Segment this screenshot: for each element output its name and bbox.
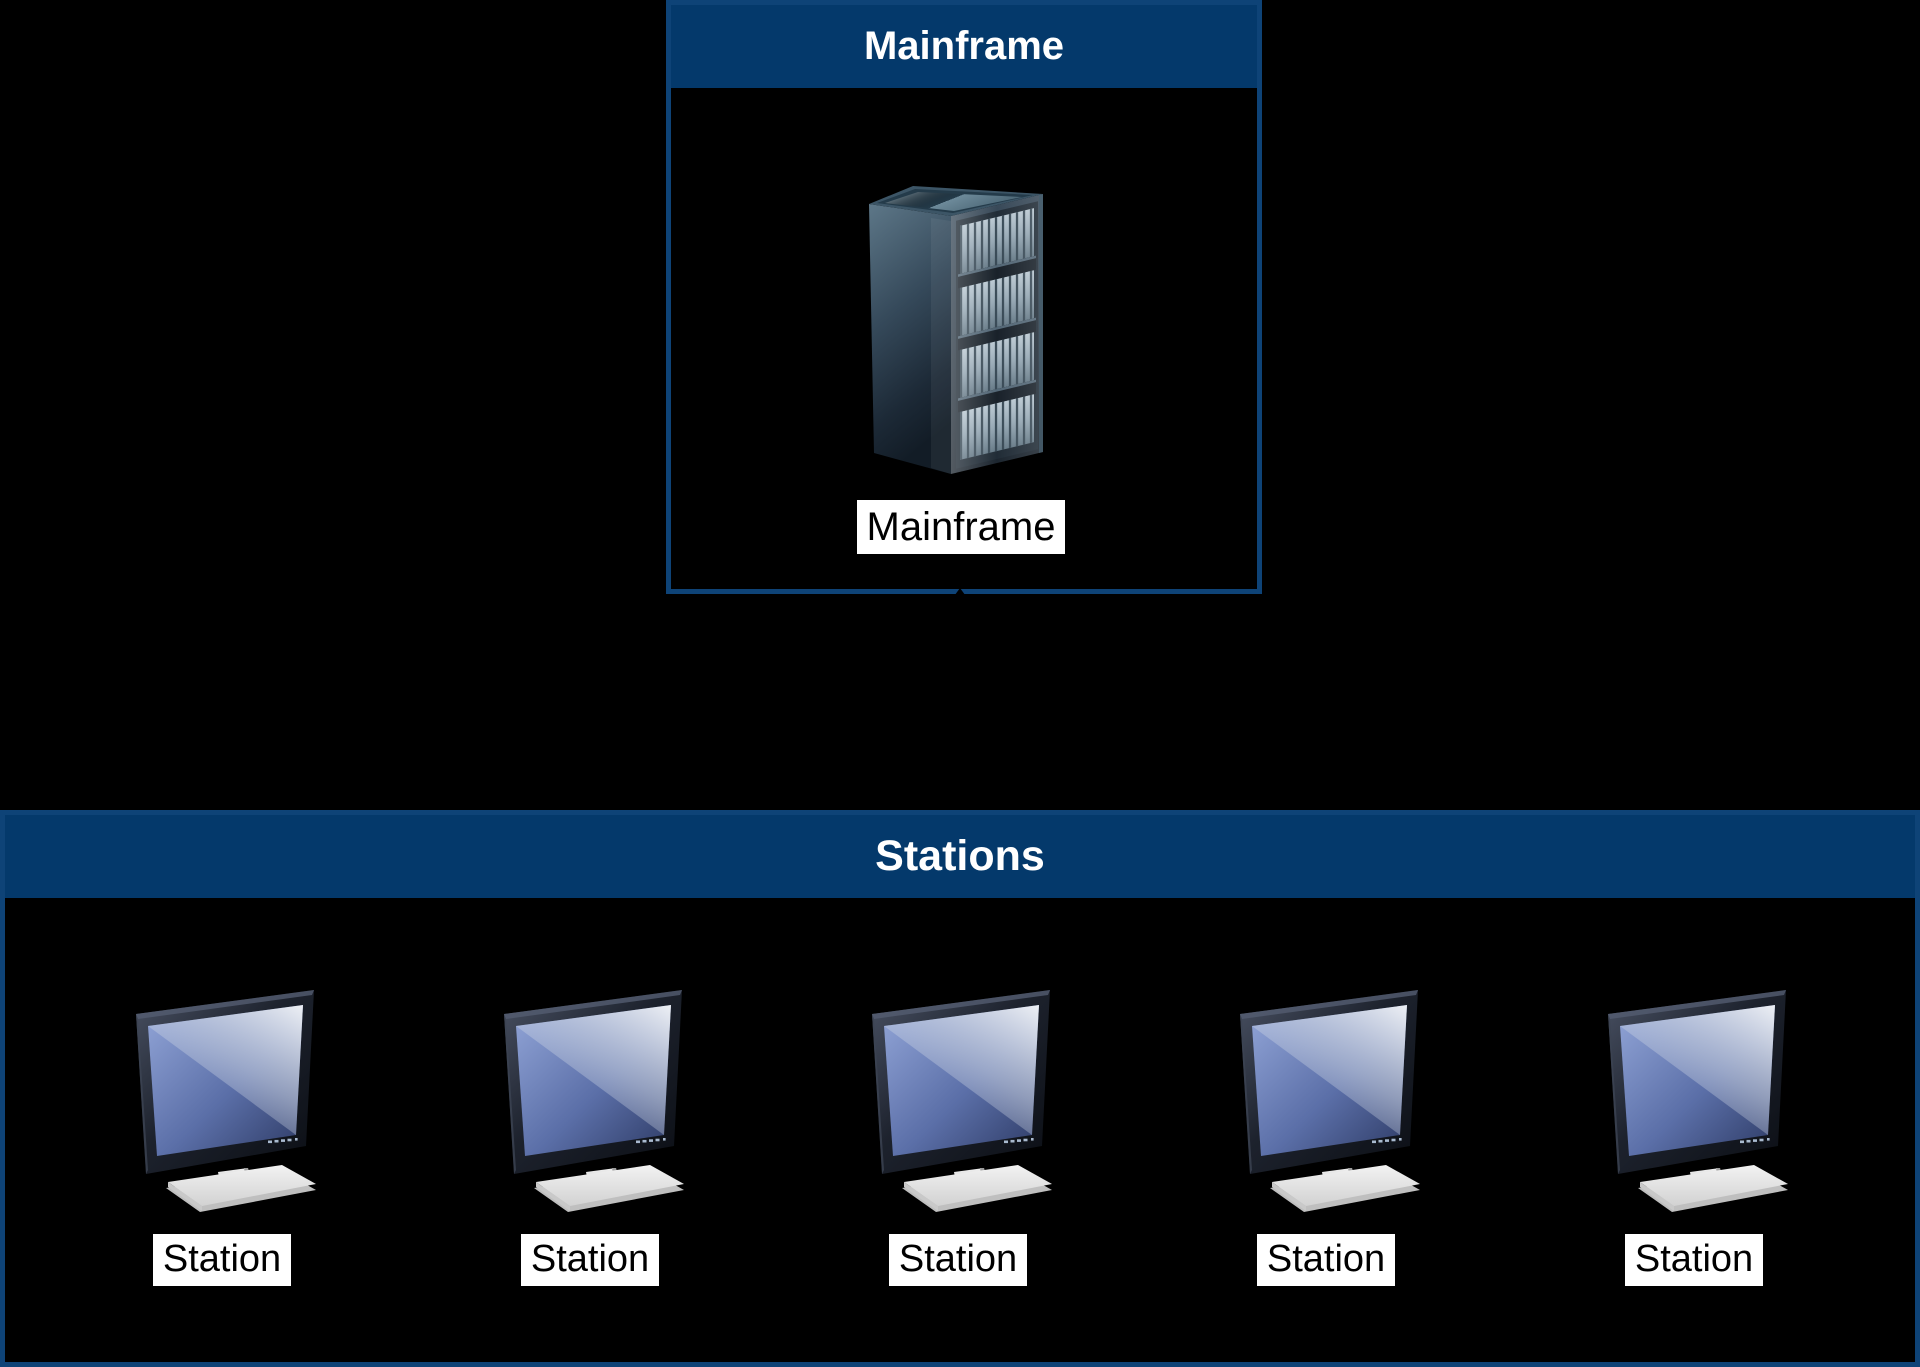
stations-group-box: Stations xyxy=(0,810,1920,1367)
monitor-icon xyxy=(122,986,322,1216)
mainframe-group-box: Mainframe xyxy=(666,0,1262,594)
station-node-label: Station xyxy=(152,1234,292,1286)
station-node: Station xyxy=(858,986,1058,1286)
station-node-label: Station xyxy=(1256,1234,1396,1286)
mainframe-group-title: Mainframe xyxy=(671,5,1257,88)
connector-arrowhead-top xyxy=(952,588,968,599)
connector-line xyxy=(959,594,962,810)
station-node-label: Station xyxy=(888,1234,1028,1286)
station-node-label: Station xyxy=(1624,1234,1764,1286)
monitor-icon xyxy=(490,986,690,1216)
mainframe-node-label: Mainframe xyxy=(856,500,1066,554)
monitor-icon xyxy=(1594,986,1794,1216)
station-node: Station xyxy=(490,986,690,1286)
server-rack-icon xyxy=(861,178,1061,488)
station-node: Station xyxy=(1594,986,1794,1286)
monitor-icon xyxy=(1226,986,1426,1216)
mainframe-node: Mainframe xyxy=(841,178,1081,554)
stations-group-title: Stations xyxy=(5,815,1915,898)
station-node-label: Station xyxy=(520,1234,660,1286)
station-node: Station xyxy=(1226,986,1426,1286)
monitor-icon xyxy=(858,986,1058,1216)
station-node: Station xyxy=(122,986,322,1286)
